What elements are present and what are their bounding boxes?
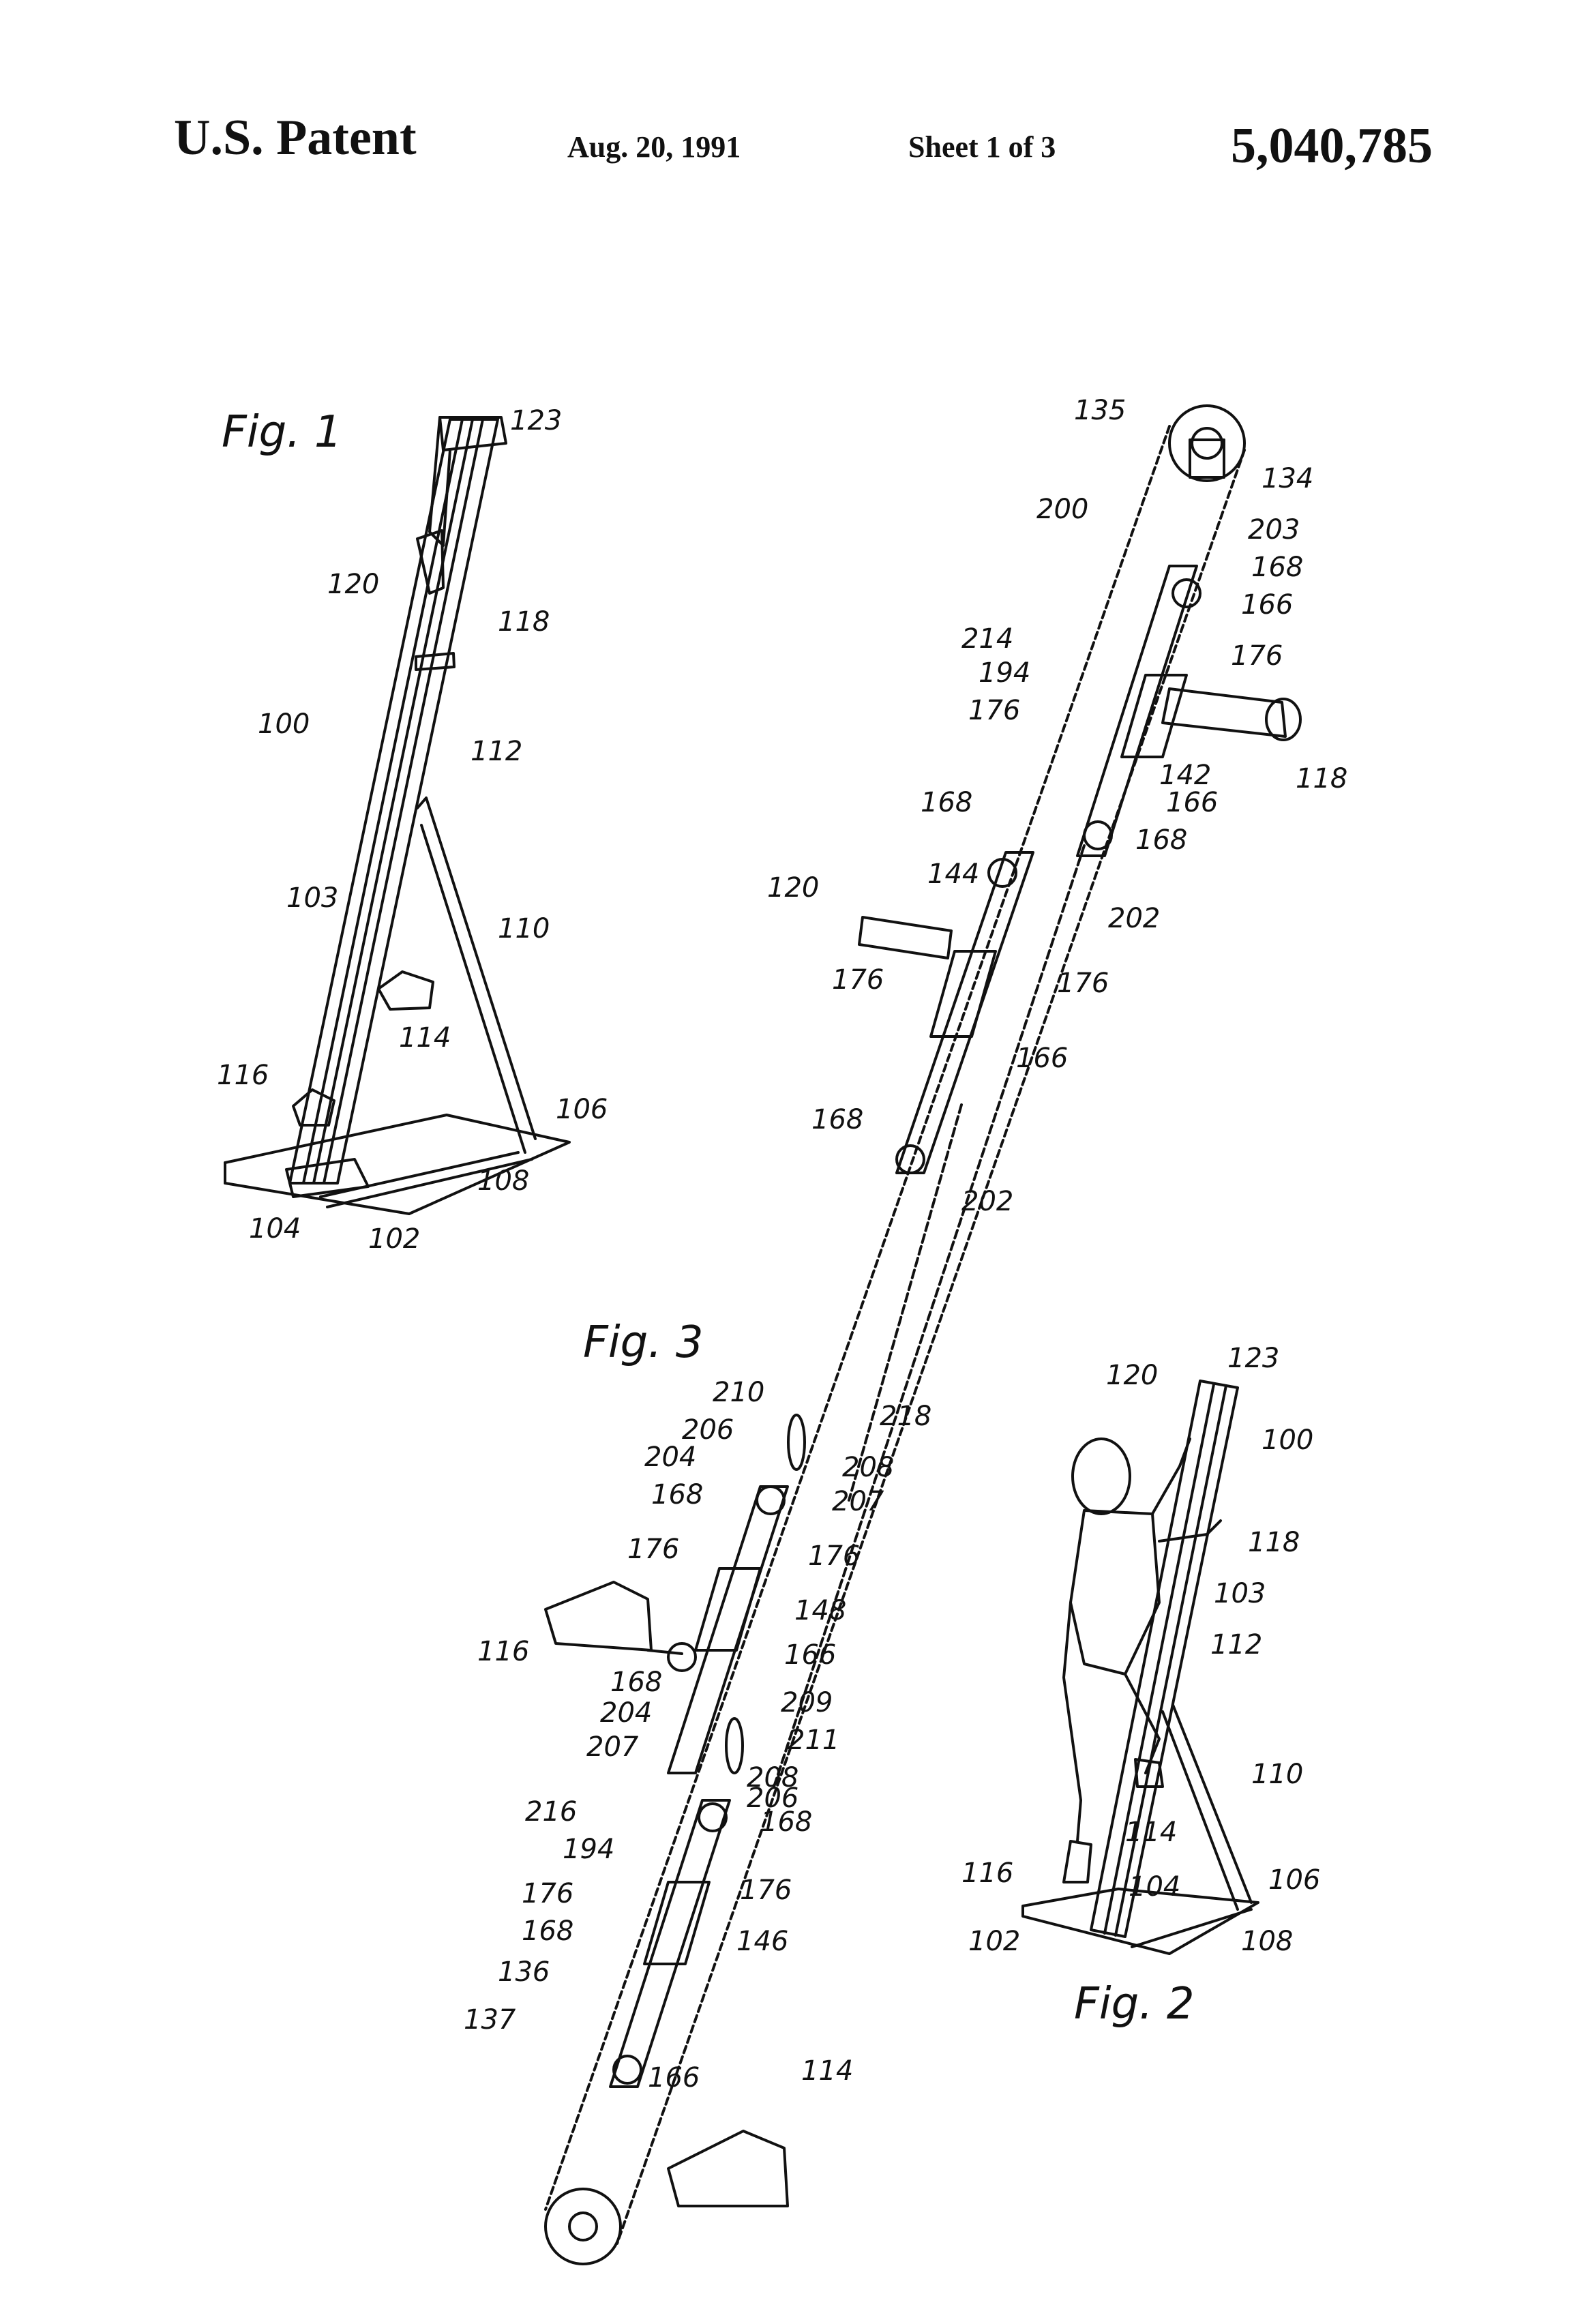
ref-label: 100	[1262, 1425, 1313, 1456]
ref-label: 114	[801, 2055, 853, 2087]
ref-label: 103	[286, 882, 338, 914]
ref-label: 136	[498, 1956, 550, 1988]
ref-label: 176	[627, 1534, 679, 1565]
ref-label: 207	[586, 1731, 639, 1763]
ref-label: 176	[740, 1875, 792, 1906]
ref-label: 106	[556, 1094, 608, 1125]
ref-label: 120	[327, 569, 379, 600]
fig1-label: Fig. 1	[222, 407, 342, 458]
ref-label: 204	[600, 1697, 652, 1729]
ref-label: 166	[784, 1639, 836, 1671]
patent-date: Aug. 20, 1991	[567, 130, 741, 164]
page-header: U.S. Patent Aug. 20, 1991 Sheet 1 of 3 5…	[0, 102, 1582, 198]
ref-label: 148	[794, 1595, 846, 1626]
ref-label: 104	[1129, 1871, 1180, 1903]
ref-label: 102	[968, 1926, 1020, 1957]
ref-label: 112	[471, 736, 522, 767]
ref-label: 108	[477, 1165, 529, 1197]
ref-label: 110	[498, 913, 550, 944]
ref-label: 168	[522, 1916, 573, 1947]
ref-label: 203	[1248, 514, 1300, 546]
ref-label: 123	[510, 405, 562, 436]
ref-label: 166	[1166, 787, 1218, 818]
ref-label: 120	[767, 872, 819, 904]
ref-label: 202	[961, 1186, 1013, 1217]
ref-label: 135	[1074, 395, 1126, 426]
ref-label: 100	[258, 709, 310, 740]
ref-label: 102	[368, 1223, 420, 1255]
ref-label: 208	[842, 1452, 894, 1483]
ref-label: 176	[832, 964, 884, 996]
ref-label: 168	[921, 787, 972, 818]
ref-label: 168	[1135, 824, 1187, 856]
ref-label: 168	[610, 1667, 662, 1698]
ref-label: 209	[781, 1687, 833, 1718]
ref-label: 166	[1241, 589, 1293, 621]
ref-label: 168	[1251, 552, 1303, 583]
ref-label: 176	[808, 1540, 860, 1572]
ref-label: 204	[644, 1442, 696, 1473]
ref-label: 210	[713, 1377, 764, 1408]
fig1-drawing	[224, 416, 571, 1215]
ref-label: 116	[217, 1060, 269, 1091]
fig2-drawing	[1021, 1380, 1259, 1955]
ref-label: 176	[522, 1878, 573, 1909]
ref-label: 168	[811, 1104, 863, 1135]
ref-label: 166	[1016, 1043, 1068, 1074]
ref-label: 116	[477, 1636, 529, 1667]
ref-label: 206	[682, 1414, 734, 1446]
ref-label: 108	[1241, 1926, 1293, 1957]
ref-label: 118	[1248, 1527, 1300, 1558]
ref-label: 104	[249, 1213, 301, 1245]
ref-label: 218	[880, 1401, 931, 1432]
fig3-label: Fig. 3	[583, 1317, 704, 1368]
ref-label: 176	[1057, 968, 1109, 999]
ref-label: 194	[979, 657, 1030, 689]
ref-label: 144	[927, 859, 979, 890]
ref-label: 112	[1210, 1629, 1262, 1660]
ref-label: 214	[961, 623, 1013, 655]
ref-label: 114	[1125, 1817, 1177, 1848]
ref-label: 168	[760, 1806, 812, 1838]
ref-label: 168	[651, 1479, 703, 1510]
ref-label: 166	[648, 2062, 700, 2094]
patent-number: 5,040,785	[1231, 118, 1433, 174]
ref-label: 216	[525, 1796, 577, 1828]
ref-label: 211	[788, 1725, 839, 1756]
ref-label: 142	[1159, 760, 1211, 791]
ref-label: 118	[1296, 763, 1347, 794]
sheet-indicator: Sheet 1 of 3	[908, 130, 1056, 164]
ref-label: 200	[1036, 494, 1088, 525]
ref-label: 114	[399, 1022, 451, 1054]
fig3-drawing	[544, 404, 1302, 2265]
ref-label: 207	[832, 1486, 884, 1517]
ref-label: 176	[1231, 640, 1283, 672]
patent-office-title: U.S. Patent	[174, 110, 417, 166]
ref-label: 134	[1262, 463, 1313, 494]
ref-label: 116	[961, 1858, 1013, 1889]
ref-label: 118	[498, 606, 550, 638]
ref-label: 146	[736, 1926, 788, 1957]
ref-label: 106	[1268, 1864, 1320, 1896]
ref-label: 206	[747, 1783, 799, 1814]
ref-label: 103	[1214, 1578, 1266, 1609]
ref-label: 110	[1251, 1759, 1303, 1790]
ref-label: 208	[747, 1762, 799, 1793]
ref-label: 123	[1227, 1343, 1279, 1374]
ref-label: 194	[563, 1834, 614, 1865]
ref-label: 202	[1108, 903, 1160, 934]
ref-label: 176	[968, 695, 1020, 726]
fig2-label: Fig. 2	[1074, 1979, 1195, 2029]
ref-label: 120	[1106, 1360, 1158, 1391]
ref-label: 137	[464, 2004, 516, 2036]
